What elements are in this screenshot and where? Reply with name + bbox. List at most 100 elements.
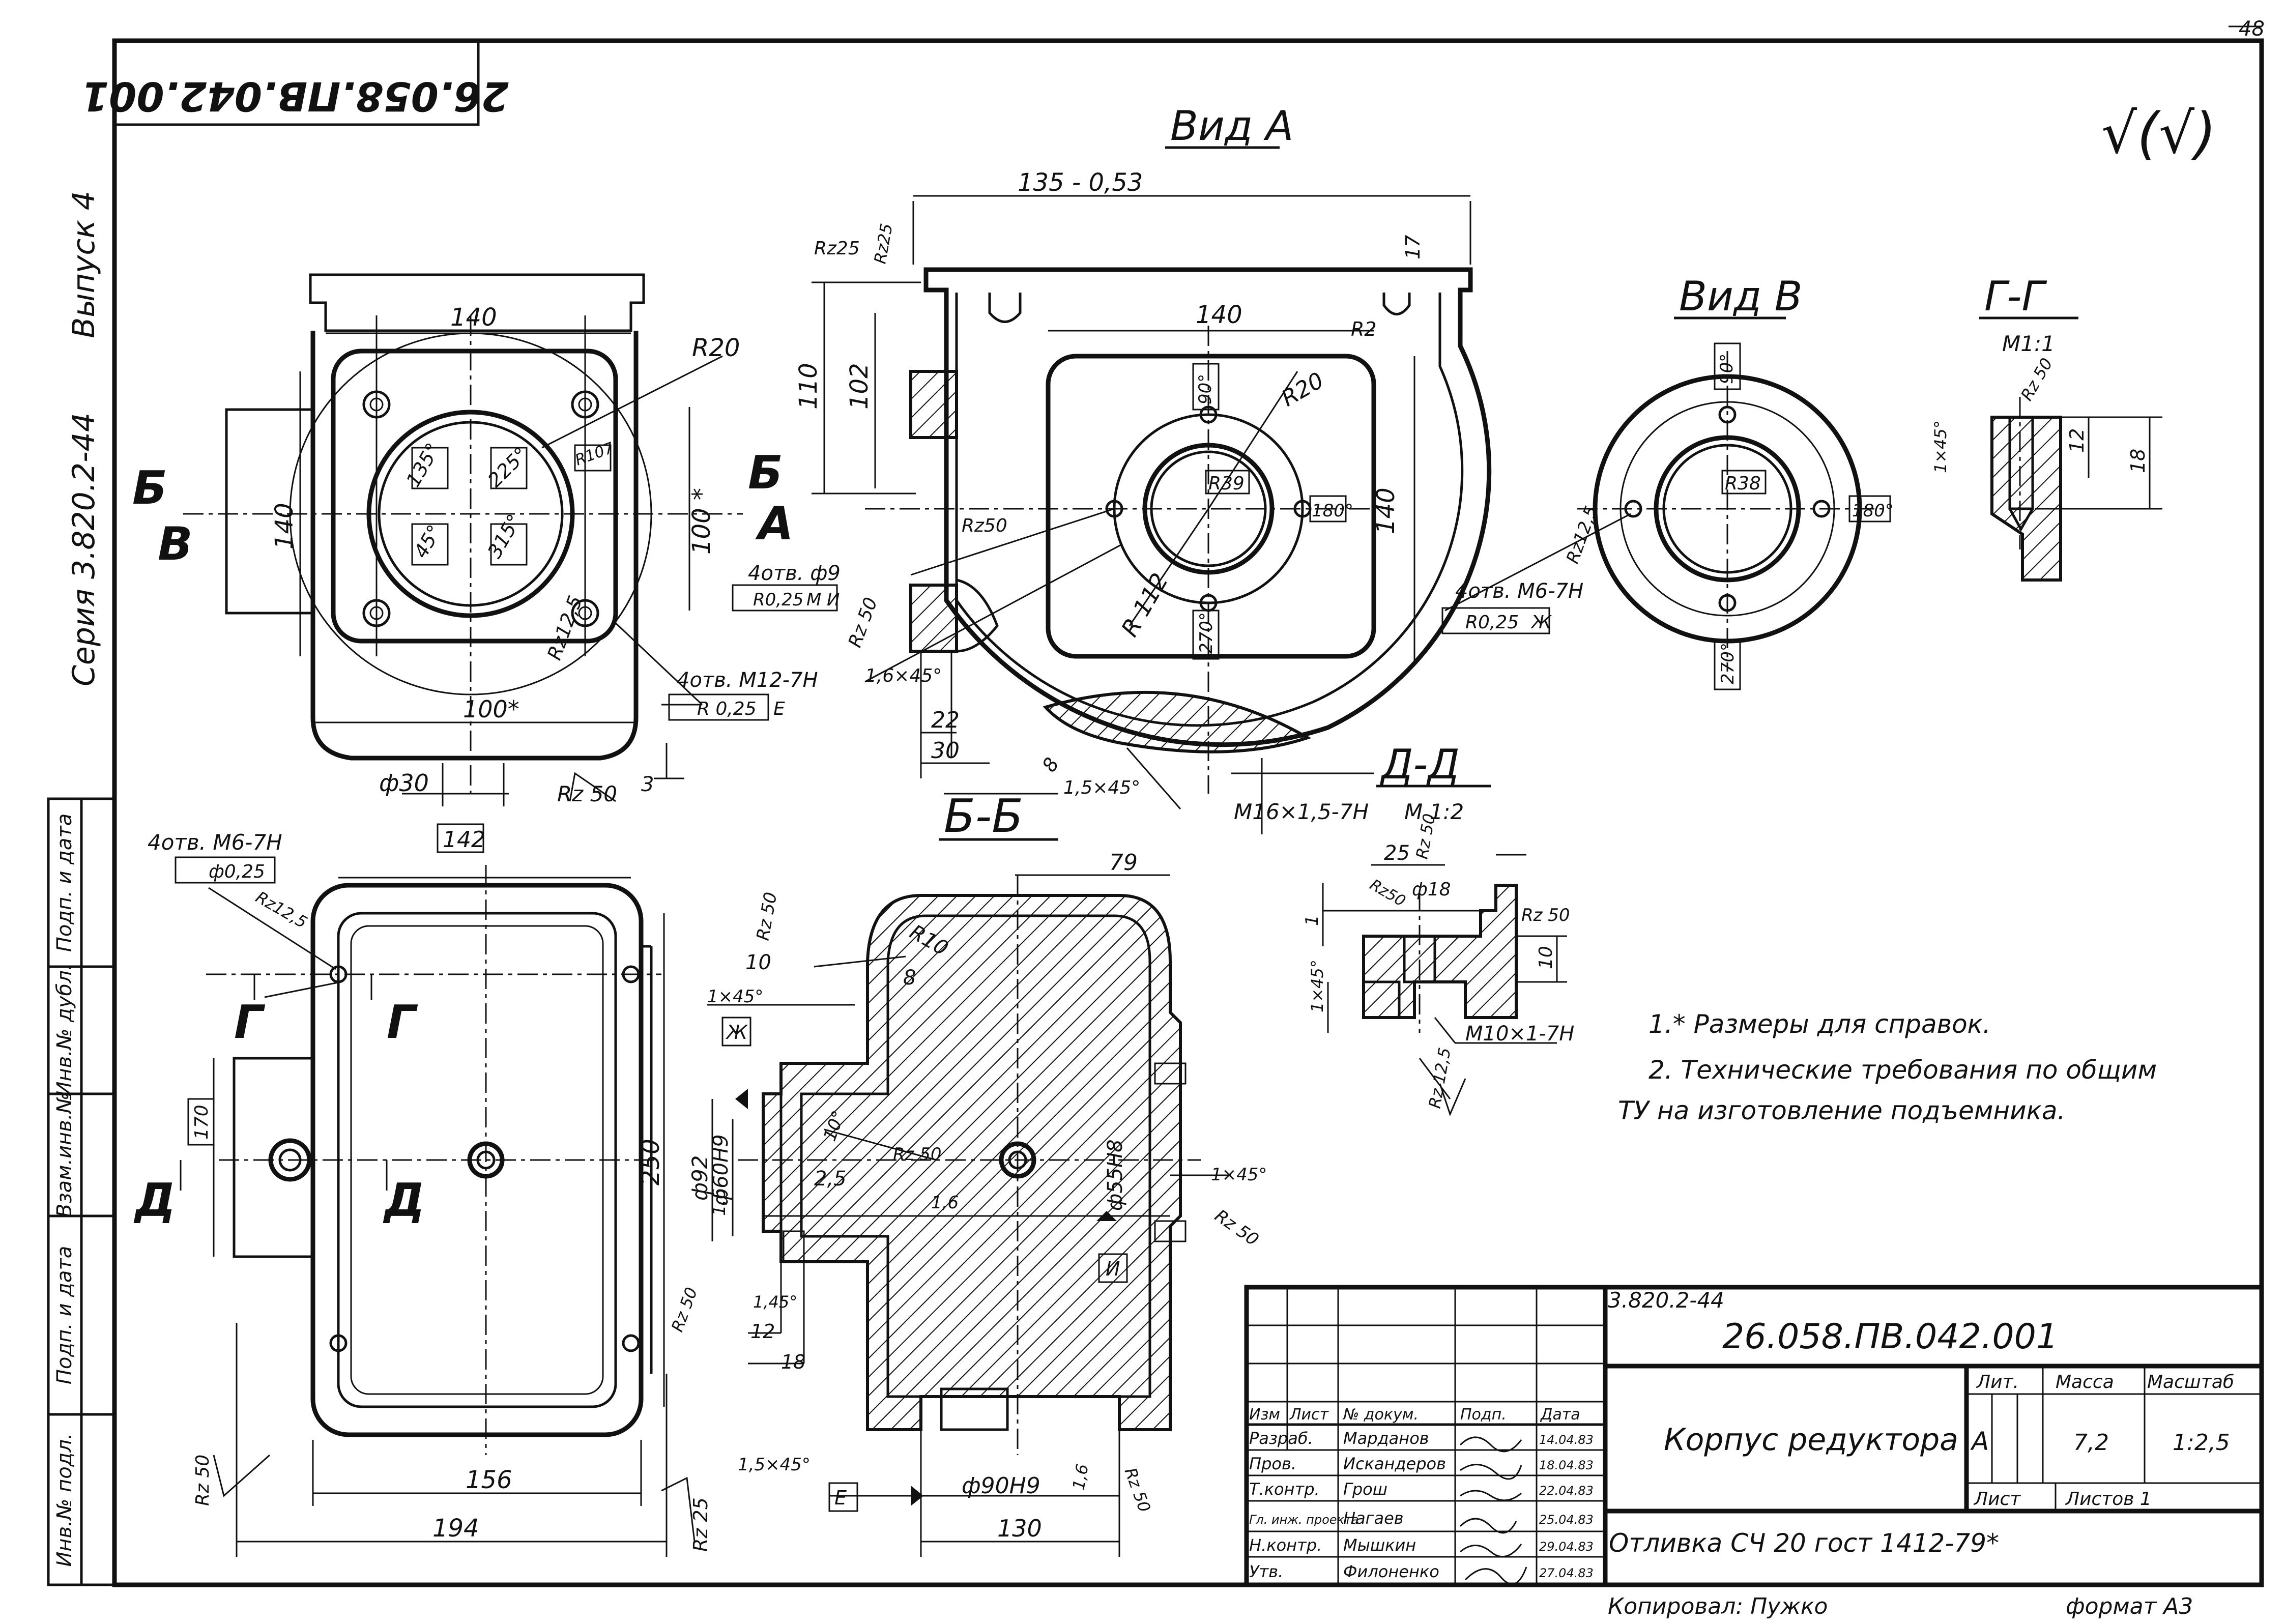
rough-dd-4: Rz 12,5 bbox=[1425, 1046, 1454, 1110]
angle-va-270: 270° bbox=[1196, 612, 1217, 654]
dim-bm-79: 79 bbox=[1109, 850, 1138, 876]
rough-bm-2: Rz 50 bbox=[893, 1144, 942, 1165]
note-holes-m6: 4отв. М6-7Н bbox=[1455, 579, 1583, 603]
dim-va-r2: R2 bbox=[1351, 318, 1377, 340]
dim-tl-ref-width: 100* bbox=[463, 695, 519, 723]
tb-row-role: Гл. инж. проекта bbox=[1249, 1513, 1359, 1527]
section-gg-title: Г-Г bbox=[1984, 273, 2047, 320]
dim-va-r20: R20 bbox=[1277, 367, 1328, 412]
section-b-left: Б bbox=[132, 461, 167, 515]
dim-bm-d60h9: ф60Н9 bbox=[709, 1134, 733, 1206]
dim-tl-radius: R20 bbox=[692, 334, 740, 362]
tb-scale-label: Масштаб bbox=[2147, 1372, 2234, 1393]
section-bb-title: Б-Б bbox=[944, 790, 1023, 843]
dim-dd-d18: ф18 bbox=[1412, 879, 1451, 900]
dim-bm-25: 2,5 bbox=[814, 1167, 847, 1191]
view-a-section: Вид А bbox=[794, 102, 1492, 843]
dim-bm-8: 8 bbox=[903, 966, 916, 990]
dim-va-140: 140 bbox=[1196, 301, 1242, 329]
dim-va-8: 8 bbox=[1038, 754, 1063, 776]
tb-scale-value: 1:2,5 bbox=[2173, 1430, 2230, 1456]
radius-107: R107 bbox=[573, 439, 616, 470]
rough-bm-16b: 1,6 bbox=[931, 1193, 959, 1213]
view-mark-v: В bbox=[158, 517, 193, 571]
angle-vv-180: 180° bbox=[1852, 501, 1894, 521]
dim-bm-130: 130 bbox=[997, 1515, 1042, 1542]
footer-copied: Копировал: Пужко bbox=[1608, 1593, 1828, 1619]
tol-m6-pos: R0,25 bbox=[1465, 612, 1519, 633]
datum-bm-e: Е bbox=[834, 1487, 847, 1509]
chamfer-gg: 1×45° bbox=[1931, 420, 1950, 473]
rough-bm-5: Rz 50 bbox=[1120, 1465, 1154, 1515]
rough-bm-1: Rz 50 bbox=[753, 891, 781, 942]
rough-bl-3: Rz 25 bbox=[689, 1497, 712, 1552]
note-holes-d9: 4отв. ф9 bbox=[748, 562, 841, 585]
rough-tl-side: Rz12,5 bbox=[543, 593, 587, 663]
tb-signatures bbox=[1459, 1436, 1527, 1585]
tb-row-role: Т.контр. bbox=[1249, 1480, 1320, 1499]
left-stamp-strip: Инв.№ подл. Подп. и дата Взам.инв.№ Инв.… bbox=[47, 797, 116, 1586]
stamp-vzam-inv: Взам.инв.№ bbox=[53, 1092, 76, 1217]
sheet-frame: 48 26.058.ПВ.042.001 Серия 3.820.2-44 Вы… bbox=[66, 17, 2265, 1587]
tb-sheets-label: Листов 1 bbox=[2065, 1489, 2152, 1510]
note-2: 2. Технические требования по общим bbox=[1648, 1055, 2157, 1085]
rough-bl-1: Rz12,5 bbox=[252, 887, 311, 932]
dim-va-102: 102 bbox=[845, 363, 874, 410]
chamfer-bm-3: 1,45° bbox=[753, 1292, 797, 1312]
rough-dd-3: Rz 50 bbox=[1521, 905, 1570, 925]
view-mark-a: А bbox=[755, 497, 794, 550]
dim-dd-10: 10 bbox=[1536, 946, 1556, 969]
rough-bl-2: Rz 50 bbox=[192, 1455, 213, 1506]
tol-m12-pos: R 0,25 bbox=[697, 699, 757, 719]
dim-gg-12: 12 bbox=[2066, 428, 2088, 453]
tb-name: Корпус редуктора bbox=[1664, 1422, 1958, 1458]
dim-dd-25: 25 bbox=[1384, 842, 1410, 865]
dim-bl-156: 156 bbox=[466, 1466, 512, 1494]
tb-drawing-number: 26.058.ПВ.042.001 bbox=[1722, 1317, 2058, 1357]
stamp-podp-data-1: Подп. и дата bbox=[53, 1246, 76, 1384]
tb-row-role: Утв. bbox=[1249, 1562, 1283, 1581]
side-issue: Выпуск 4 bbox=[66, 191, 102, 338]
section-mark-d-left: Д bbox=[133, 1174, 176, 1227]
dim-bl-170: 170 bbox=[191, 1105, 212, 1140]
chamfer-bm-2: 1×45° bbox=[1211, 1165, 1267, 1185]
rough-bm-3: Rz 50 bbox=[1211, 1206, 1262, 1251]
dim-va-110: 110 bbox=[794, 363, 823, 410]
thread-va-m16: М16×1,5-7Н bbox=[1234, 799, 1369, 824]
dim-bm-12: 12 bbox=[750, 1320, 775, 1343]
angle-vv-90: 90° bbox=[1717, 354, 1737, 384]
section-dd-scale: М 1:2 bbox=[1404, 799, 1464, 824]
tb-row-date: 14.04.83 bbox=[1539, 1433, 1594, 1447]
tb-sheet-label: Лист bbox=[1973, 1489, 2021, 1510]
dim-va-22: 22 bbox=[931, 707, 960, 733]
section-dd-title: Д-Д bbox=[1380, 741, 1460, 788]
datum-bm-i: И bbox=[1106, 1258, 1120, 1280]
page-number: 48 bbox=[2239, 17, 2265, 41]
tb-lit-label: Лит. bbox=[1976, 1372, 2019, 1393]
title-block: 3.820.2-44 26.058.ПВ.042.001 Корпус реду… bbox=[1244, 1285, 2264, 1587]
radius-va-39: R39 bbox=[1208, 473, 1245, 494]
note-holes-m12: 4отв. М12-7Н bbox=[677, 669, 818, 692]
tol-m6-datum: Ж bbox=[1530, 612, 1552, 633]
dim-bm-d90h9: ф90Н9 bbox=[962, 1473, 1040, 1499]
tb-row-date: 22.04.83 bbox=[1539, 1484, 1594, 1498]
rough-va-4: Rz 50 bbox=[845, 595, 882, 650]
rough-bm-4: Rz 50 bbox=[668, 1285, 701, 1334]
tb-row-name: Искандеров bbox=[1343, 1454, 1446, 1473]
view-bottom-mid: 79 Rz 50 R10 10 8 1×45° Ж ф92 ф60Н9 1,6 … bbox=[668, 850, 1267, 1557]
dim-bl-250: 250 bbox=[637, 1139, 665, 1185]
rough-bm-16c: 1,6 bbox=[1068, 1463, 1092, 1492]
dim-tl-height: 140 bbox=[270, 503, 299, 549]
tol-m12-datum: Е bbox=[773, 699, 785, 719]
tb-head-doc: № докум. bbox=[1342, 1406, 1419, 1424]
radius-vv-38: R38 bbox=[1725, 473, 1761, 494]
tb-row-name: Филоненко bbox=[1343, 1562, 1439, 1581]
stamp-podp-data-2: Подп. и дата bbox=[53, 814, 76, 952]
rough-va-2: Rz25 bbox=[870, 222, 896, 265]
thread-dd: М10×1-7Н bbox=[1465, 1022, 1574, 1046]
dim-bm-10: 10 bbox=[745, 951, 771, 974]
tb-row-date: 27.04.83 bbox=[1539, 1566, 1594, 1580]
rotated-drawing-code: 26.058.ПВ.042.001 bbox=[81, 73, 509, 119]
rough-va-1: Rz25 bbox=[814, 238, 860, 259]
